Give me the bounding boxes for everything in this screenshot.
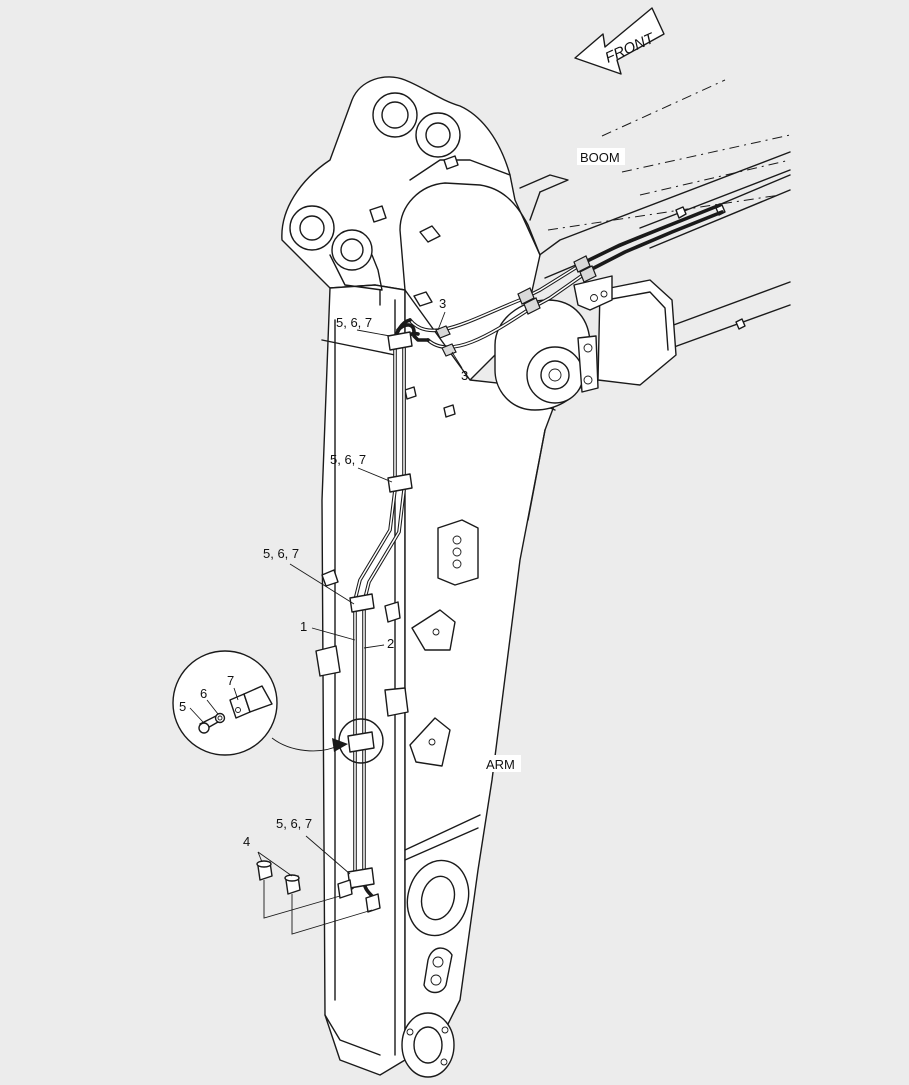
arm-label: ARM (486, 757, 515, 772)
hoses-item-3 (408, 203, 724, 357)
callout-2: 2 (387, 636, 394, 651)
arm-pipes-items-1-2 (337, 318, 430, 913)
boom-centerlines (547, 79, 791, 231)
boom-label: BOOM (580, 150, 620, 165)
callout-5-6-7-top: 5, 6, 7 (336, 315, 372, 330)
arm (281, 76, 561, 1078)
callout-3-lower: 3 (461, 368, 468, 383)
callout-5-6-7-low: 5, 6, 7 (263, 546, 299, 561)
callout-7: 7 (227, 673, 234, 688)
clamp-detail (172, 650, 384, 764)
leader-lines (189, 311, 463, 877)
labels: BOOM ARM 5, 6, 7 3 3 5, 6, 7 5, 6, 7 1 2… (179, 148, 625, 849)
callout-4: 4 (243, 834, 250, 849)
callout-3-upper: 3 (439, 296, 446, 311)
callout-6: 6 (200, 686, 207, 701)
front-arrow: FRONT (574, 7, 665, 75)
plugs-item-4 (256, 860, 373, 935)
callout-5-6-7-bottom: 5, 6, 7 (276, 816, 312, 831)
callout-5: 5 (179, 699, 186, 714)
arm-boom-pivot (494, 299, 599, 411)
callout-5-6-7-mid: 5, 6, 7 (330, 452, 366, 467)
callout-1: 1 (300, 619, 307, 634)
